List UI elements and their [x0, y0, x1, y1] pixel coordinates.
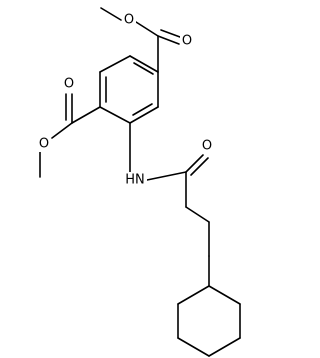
amide-group: HN O: [123, 122, 214, 208]
left-ester-group: O O: [37, 77, 101, 178]
ring-double-bond-top: [133, 62, 154, 75]
bond-nh-to-amide-carbon: [146, 171, 187, 181]
bond-upper-methyl: [100, 7, 122, 21]
nh-label: HN: [125, 173, 145, 188]
left-carbonyl-oxygen-label: O: [64, 77, 74, 92]
benzene-ring: [99, 55, 159, 124]
ring-bond-4: [129, 106, 159, 124]
cyclohexane-bond-4: [177, 337, 210, 357]
ring-double-bond-bottom: [132, 103, 153, 116]
ring-bond-1: [99, 55, 131, 73]
bond-upper-carbonyl-1: [157, 35, 180, 45]
bond-left-ester-oxygen: [51, 122, 73, 139]
bond-upper-carbonyl-2: [160, 29, 181, 38]
cyclohexane-bond-1: [208, 285, 241, 305]
upper-carbonyl-oxygen-label: O: [182, 34, 192, 49]
ring-bond-2: [129, 55, 159, 73]
bond-ring-to-left-ester-carbon: [71, 106, 101, 124]
bond-chain-1: [185, 206, 210, 223]
bond-amide-carbonyl-1: [185, 154, 204, 173]
bond-amide-carbonyl-2: [190, 157, 209, 176]
left-ester-oxygen-label: O: [39, 137, 49, 152]
bond-upper-ester-oxygen: [135, 21, 159, 37]
cyclohexane-ring: [177, 285, 241, 357]
upper-ester-oxygen-label: O: [124, 13, 134, 28]
ring-bond-5: [99, 106, 131, 124]
chemical-structure-diagram: O O O O HN O: [37, 7, 241, 357]
amide-oxygen-label: O: [202, 139, 212, 154]
cyclohexane-bond-6: [177, 285, 210, 305]
alkyl-chain: [185, 206, 210, 287]
cyclohexane-bond-3: [208, 337, 241, 357]
upper-ester-group: O O: [100, 7, 194, 73]
